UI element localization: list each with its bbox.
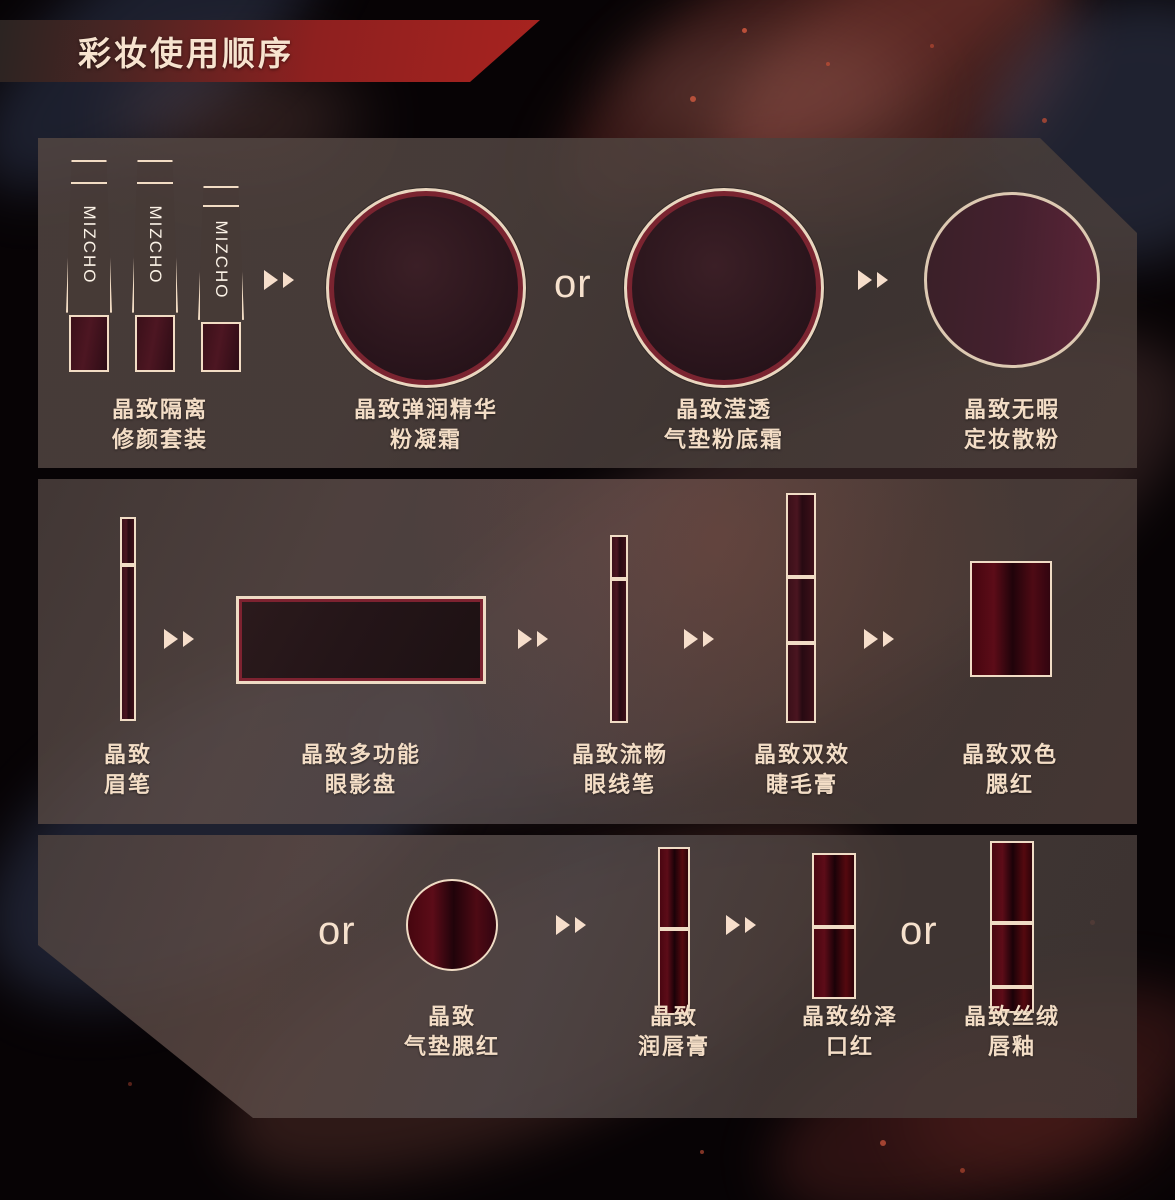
lip-balm-icon (658, 847, 690, 929)
lip-glaze-icon (990, 841, 1034, 923)
lip-glaze-icon (990, 923, 1034, 987)
arrow-icon (556, 915, 586, 935)
tube-trio-icon: MIZCHO (132, 160, 178, 372)
product-caption: 晶致 气垫腮红 (403, 1005, 500, 1061)
step-row-lips: or 晶致 气垫腮红 晶致 润唇膏 晶致纷泽 口红 or 晶致丝绒 唇釉 (38, 835, 1137, 1118)
lipstick-icon (812, 853, 856, 927)
product-caption: 晶致 眉笔 (103, 743, 152, 799)
lipstick-icon (812, 927, 856, 999)
panel-texture (38, 835, 1137, 1118)
product-caption: 晶致流畅 眼线笔 (571, 743, 668, 799)
panel-sparkle (38, 479, 1137, 824)
product-caption: 晶致滢透 气垫粉底霜 (663, 398, 784, 454)
liner-pen-icon (610, 579, 628, 723)
arrow-icon (858, 270, 888, 290)
product-caption: 晶致隔离 修颜套装 (111, 398, 208, 454)
tube-trio-icon: MIZCHO (198, 186, 244, 372)
pencil-icon (120, 517, 136, 565)
page-title: 彩妆使用顺序 (78, 34, 294, 73)
mascara-tube-icon (786, 643, 816, 723)
cushion-round-icon (406, 879, 498, 971)
brand-label: MIZCHO (80, 205, 99, 285)
liner-pen-icon (610, 535, 628, 579)
product-caption: 晶致弹润精华 粉凝霜 (353, 398, 498, 454)
brand-label: MIZCHO (146, 205, 165, 285)
brand-label: MIZCHO (212, 220, 231, 300)
round-compact-icon (624, 188, 824, 388)
panel-texture (38, 479, 1137, 824)
arrow-icon (518, 629, 548, 649)
lip-glaze-icon (990, 987, 1034, 1013)
product-caption: 晶致双效 睫毛膏 (753, 743, 850, 799)
step-row-eyes: 晶致 眉笔 晶致多功能 眼影盘 晶致流畅 眼线笔 晶致双效 睫毛膏 晶致双色 腮… (38, 479, 1137, 824)
lip-balm-icon (658, 929, 690, 1015)
blush-compact-icon (970, 561, 1052, 677)
or-label: or (900, 909, 938, 953)
product-caption: 晶致纷泽 口红 (801, 1005, 898, 1061)
tube-trio-icon: MIZCHO (66, 160, 112, 372)
or-label: or (554, 262, 592, 306)
palette-icon (236, 596, 486, 684)
pencil-icon (120, 565, 136, 721)
arrow-icon (726, 915, 756, 935)
arrow-icon (684, 629, 714, 649)
header-banner: 彩妆使用顺序 (0, 20, 540, 82)
arrow-icon (864, 629, 894, 649)
product-caption: 晶致多功能 眼影盘 (300, 743, 421, 799)
arrow-icon (264, 270, 294, 290)
product-caption: 晶致双色 腮红 (961, 743, 1058, 799)
product-caption: 晶致无暇 定妆散粉 (963, 398, 1060, 454)
mascara-tube-icon (786, 493, 816, 577)
arrow-icon (164, 629, 194, 649)
round-compact-icon (326, 188, 526, 388)
product-caption: 晶致 润唇膏 (637, 1005, 710, 1061)
product-caption: 晶致丝绒 唇釉 (963, 1005, 1060, 1061)
or-label: or (318, 909, 356, 953)
loose-powder-icon (924, 192, 1100, 368)
step-row-base: MIZCHO MIZCHO MIZCHO 晶致隔离 修颜套装 晶致弹润精华 粉凝… (38, 138, 1137, 468)
mascara-tube-icon (786, 577, 816, 643)
